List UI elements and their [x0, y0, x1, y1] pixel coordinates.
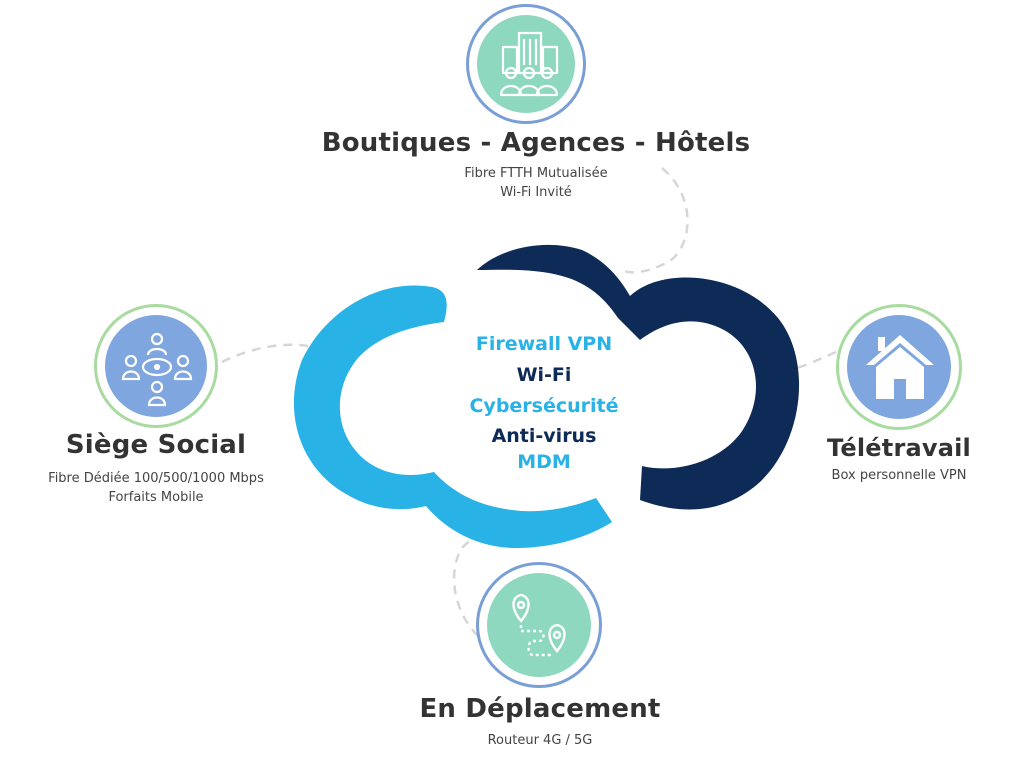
service-mdm: MDM [517, 451, 571, 473]
connector-right [789, 350, 837, 372]
badge-boutiques [466, 4, 586, 124]
badge-en-deplacement [476, 562, 602, 688]
node-subtitle-boutiques-2: Wi-Fi Invité [500, 185, 572, 200]
buildings-people-icon [499, 31, 559, 97]
badge-teletravail [836, 304, 962, 430]
service-wifi: Wi-Fi [516, 364, 572, 386]
node-subtitle-teletravail: Box personnelle VPN [831, 468, 967, 483]
connector-top [621, 167, 689, 274]
node-subtitle-siege-social-1: Fibre Dédiée 100/500/1000 Mbps [48, 471, 264, 486]
cloud-dark-arc [477, 244, 800, 510]
node-subtitle-boutiques-1: Fibre FTTH Mutualisée [464, 166, 608, 181]
service-anti-virus: Anti-virus [491, 425, 597, 447]
node-subtitle-siege-social-2: Forfaits Mobile [108, 490, 204, 505]
connector-left [221, 343, 309, 364]
badge-siege-social [94, 304, 218, 428]
meeting-table-icon [121, 332, 193, 407]
node-title-siege-social: Siège Social [65, 430, 247, 460]
node-title-en-deplacement: En Déplacement [419, 694, 661, 724]
node-title-teletravail: Télétravail [827, 434, 971, 462]
service-firewall-vpn: Firewall VPN [475, 333, 613, 355]
node-subtitle-en-deplacement: Routeur 4G / 5G [487, 733, 593, 748]
service-cybersecurite: Cybersécurité [469, 395, 619, 417]
route-pins-icon [512, 593, 566, 657]
house-icon [866, 335, 934, 399]
cloud-light-arc [293, 285, 612, 548]
node-title-boutiques: Boutiques - Agences - Hôtels [321, 128, 751, 158]
